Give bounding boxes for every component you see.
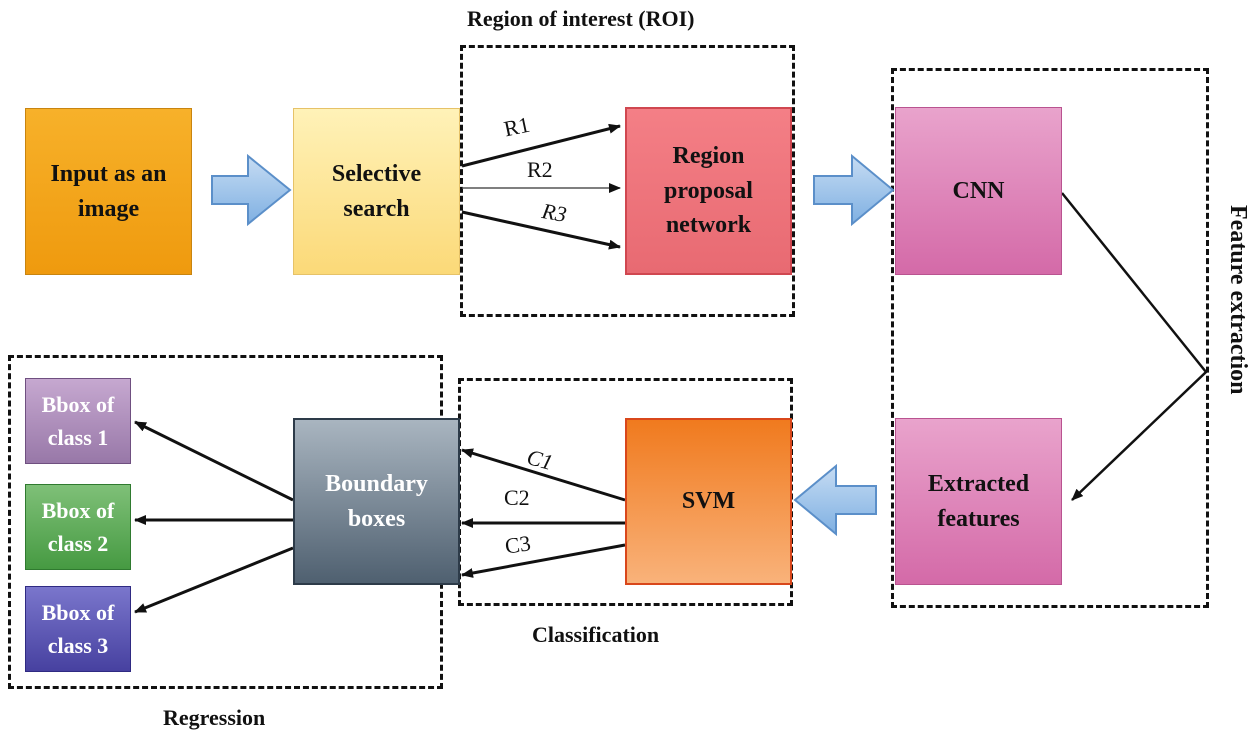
edge-label-r1: R1 [501, 111, 532, 142]
arrow-c1 [461, 448, 626, 502]
edge-label-r2: R2 [527, 157, 553, 182]
node-bbox-class-2-label: Bbox of class 2 [41, 498, 115, 556]
node-selective-search: Selective search [293, 108, 460, 275]
feature-extraction-group [891, 68, 1209, 608]
node-bbox-class-3: Bbox of class 3 [25, 586, 131, 672]
roi-group-label: Region of interest (ROI) [467, 6, 695, 31]
edge-label-r3: R3 [540, 198, 569, 227]
edge-label-c2: C2 [504, 485, 530, 510]
node-region-proposal-network: Region proposal network [625, 107, 792, 275]
classification-group-label: Classification [532, 622, 660, 647]
block-arrow-input-to-search [211, 153, 292, 227]
arrow-r3 [461, 210, 621, 250]
block-arrow-rpn-to-cnn [813, 153, 895, 227]
node-svm-label: SVM [681, 488, 736, 515]
arrow-to-bbox1 [134, 420, 294, 502]
node-bbox-class-1: Bbox of class 1 [25, 378, 131, 464]
node-extracted-features: Extracted features [895, 418, 1062, 585]
node-cnn-label: CNN [952, 177, 1005, 204]
node-input-image: Input as an image [25, 108, 192, 275]
node-boundary-boxes-label: Boundary boxes [325, 470, 428, 532]
edge-label-c3: C3 [503, 530, 533, 559]
node-svm: SVM [625, 418, 792, 585]
node-region-proposal-network-label: Region proposal network [664, 142, 753, 239]
node-cnn: CNN [895, 107, 1062, 275]
node-boundary-boxes: Boundary boxes [293, 418, 460, 585]
node-bbox-class-2: Bbox of class 2 [25, 484, 131, 570]
block-arrow-features-to-svm [793, 463, 877, 537]
arrow-cnn-to-features [1061, 192, 1208, 501]
node-selective-search-label: Selective search [331, 160, 422, 222]
node-bbox-class-1-label: Bbox of class 1 [41, 392, 115, 450]
node-extracted-features-label: Extracted features [927, 470, 1030, 532]
arrow-to-bbox3 [134, 546, 294, 614]
regression-group-label: Regression [163, 705, 266, 730]
node-bbox-class-3-label: Bbox of class 3 [41, 600, 115, 658]
arrow-r1 [461, 123, 621, 168]
roi-group [460, 45, 795, 317]
node-input-image-label: Input as an image [50, 160, 167, 222]
arrow-c3 [461, 543, 626, 578]
